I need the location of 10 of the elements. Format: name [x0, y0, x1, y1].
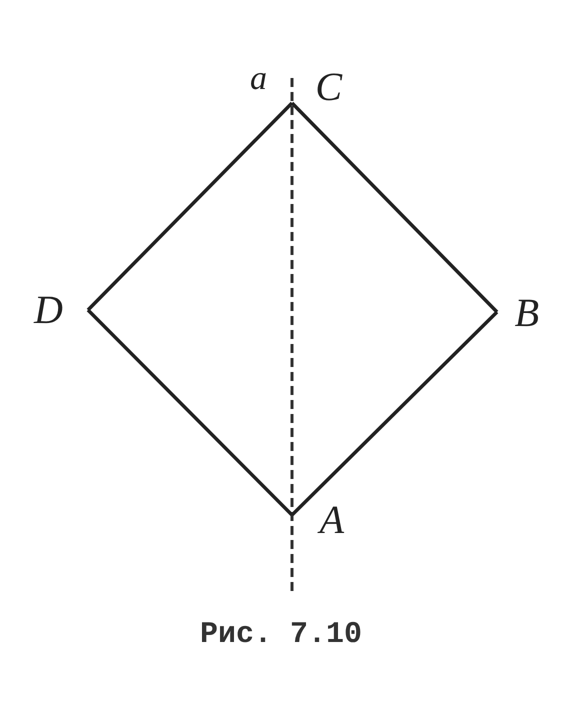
figure-caption: Рис. 7.10 — [200, 620, 362, 650]
vertex-label: B — [497, 292, 539, 334]
vertex-label: A — [292, 498, 344, 542]
vertex-label: D — [34, 288, 88, 332]
axis-label: a — [250, 62, 267, 96]
rhombus-side — [290, 102, 498, 314]
vertex-label: C — [292, 70, 342, 103]
rhombus-side — [86, 102, 294, 312]
rhombus-side — [86, 308, 294, 516]
rhombus-side — [290, 310, 498, 516]
